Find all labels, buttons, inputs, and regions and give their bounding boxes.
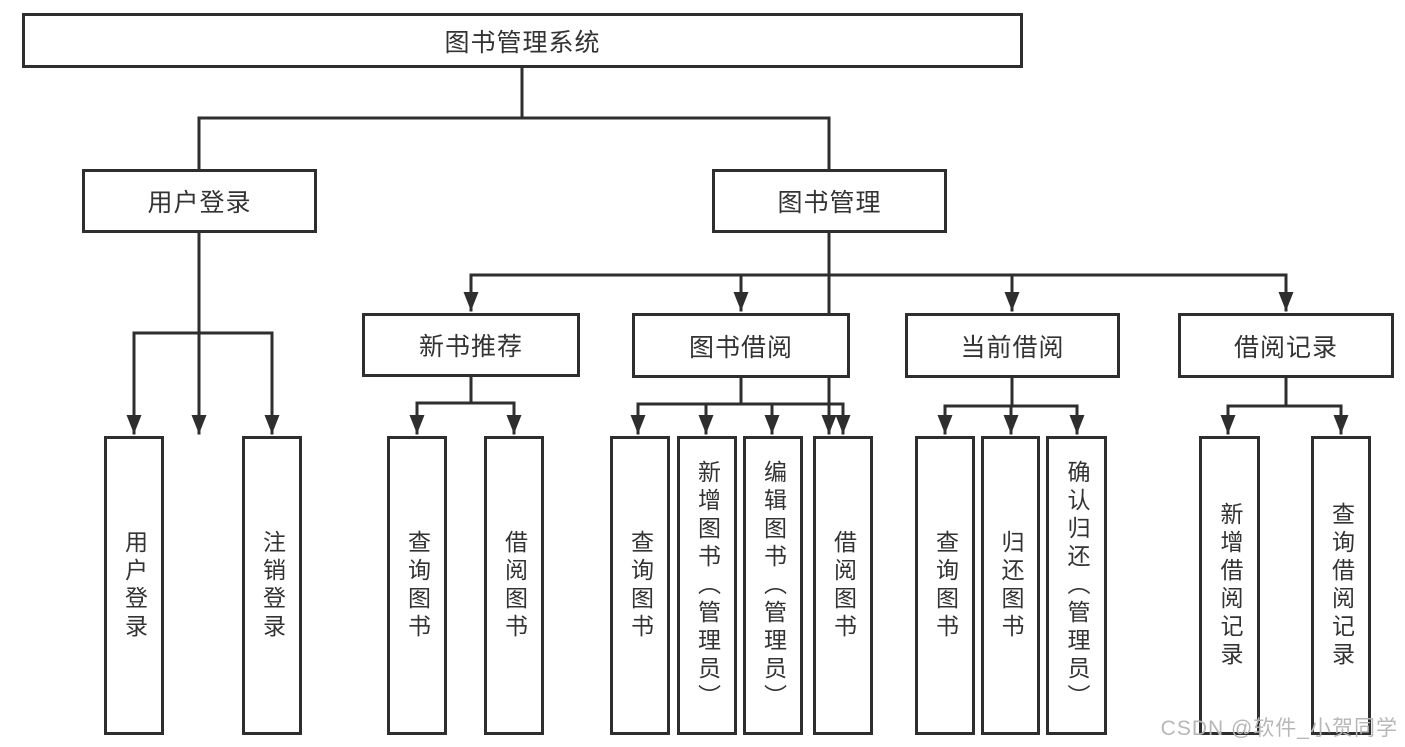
leaf-confirm-return-admin: 确认归还（管理员） — [1046, 436, 1107, 735]
leaf-add-book-admin: 新增图书（管理员） — [677, 436, 737, 735]
leaf-logout: 注销登录 — [242, 436, 302, 735]
node-label: 新增借阅记录 — [1217, 501, 1243, 670]
node-label: 当前借阅 — [960, 333, 1065, 362]
node-label: 图书管理系统 — [444, 28, 601, 57]
node-label: 归还图书 — [998, 529, 1024, 642]
connector-root-to-level2 — [191, 66, 837, 435]
leaf-edit-book-admin: 编辑图书（管理员） — [743, 436, 803, 735]
leaf-borrow-books-under-borrowing: 借阅图书 — [813, 436, 873, 735]
node-label: 图书管理 — [777, 189, 882, 217]
node-label: 查询图书 — [932, 529, 959, 642]
node-label: 新书推荐 — [418, 333, 523, 361]
node-label: 确认归还（管理员） — [1064, 459, 1090, 712]
leaf-query-books-under-borrowing: 查询图书 — [610, 436, 670, 735]
node-label: 图书借阅 — [688, 333, 793, 362]
connector-current-borrow-children — [937, 376, 1085, 435]
connector-book-borrow-children — [630, 376, 851, 435]
node-label: 用户登录 — [121, 529, 148, 642]
node-new-book-recommendation: 新书推荐 — [362, 313, 580, 377]
node-user-login: 用户登录 — [82, 169, 317, 233]
node-label: 查询图书 — [404, 529, 431, 642]
node-label: 查询图书 — [627, 529, 654, 642]
node-label: 编辑图书（管理员） — [760, 459, 787, 712]
node-label: 借阅图书 — [830, 529, 857, 642]
leaf-query-borrow-record: 查询借阅记录 — [1311, 436, 1371, 735]
node-borrowing-records: 借阅记录 — [1178, 313, 1394, 378]
node-book-borrowing: 图书借阅 — [632, 313, 850, 378]
node-label: 用户登录 — [147, 189, 252, 217]
connector-book-mgmt-children — [463, 231, 1294, 312]
connector-user-login-children — [126, 231, 280, 435]
leaf-query-books-under-recommendation: 查询图书 — [387, 436, 447, 735]
node-label: 查询借阅记录 — [1328, 501, 1355, 670]
node-label: 注销登录 — [259, 529, 286, 642]
node-root-library-system: 图书管理系统 — [22, 13, 1023, 68]
leaf-borrow-books-under-recommendation: 借阅图书 — [484, 436, 544, 735]
node-current-borrowing: 当前借阅 — [905, 313, 1120, 378]
connector-borrow-record-children — [1220, 376, 1349, 435]
node-book-management: 图书管理 — [712, 169, 947, 233]
node-label: 借阅图书 — [501, 529, 528, 642]
node-label: 借阅记录 — [1233, 333, 1338, 362]
leaf-return-book: 归还图书 — [981, 436, 1040, 735]
leaf-query-books-under-current: 查询图书 — [915, 436, 975, 735]
connector-new-book-rec-children — [409, 375, 522, 435]
csdn-watermark: CSDN @软件_小贺同学 — [1160, 717, 1398, 740]
node-label: 新增图书（管理员） — [694, 459, 721, 712]
leaf-add-borrow-record: 新增借阅记录 — [1199, 436, 1260, 735]
leaf-user-login: 用户登录 — [104, 436, 164, 735]
